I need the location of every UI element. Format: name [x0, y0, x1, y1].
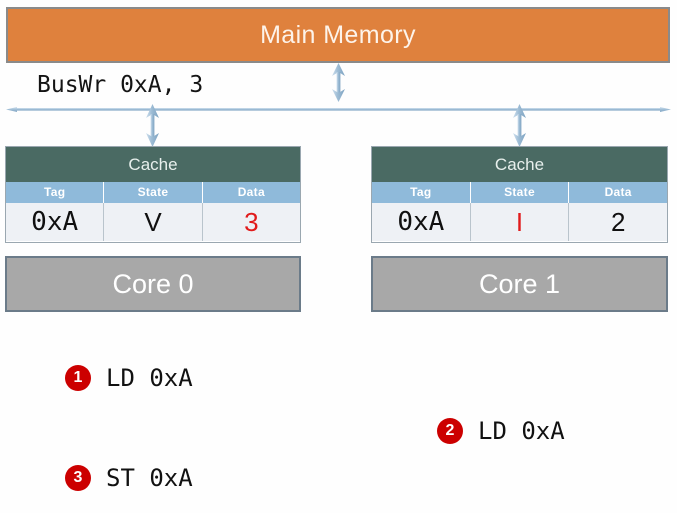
- double-arrow-vertical-icon: [146, 104, 159, 147]
- cache-cell-data: 3: [244, 207, 259, 237]
- cache-col-tag: Tag: [6, 182, 105, 203]
- core-block-core1: Core 1: [371, 256, 668, 312]
- cache-cell-tag: 0xA: [372, 203, 471, 241]
- step-badge-3: 3: [65, 465, 91, 491]
- double-arrow-vertical-icon: [332, 63, 345, 102]
- cache-col-tag: Tag: [372, 182, 471, 203]
- step-text-1: LD 0xA: [106, 364, 193, 392]
- main-memory-label: Main Memory: [260, 20, 416, 49]
- cache-column-headers-core0: Tag State Data: [6, 182, 300, 203]
- cache-cell-state: I: [471, 203, 570, 241]
- step-badge-1: 1: [65, 365, 91, 391]
- cache-title-core1: Cache: [372, 147, 667, 182]
- core-block-core0: Core 0: [5, 256, 301, 312]
- cache-cell-data: 2: [610, 207, 626, 237]
- cache-title-core0: Cache: [6, 147, 300, 182]
- step-text-2: LD 0xA: [478, 417, 565, 445]
- connector-bus-to-cache0: [146, 104, 159, 147]
- cache-col-data: Data: [604, 185, 632, 199]
- cache-row-core1: 0xA I 2: [372, 203, 667, 241]
- bus-message-label: BusWr 0xA, 3: [37, 72, 204, 98]
- cache-block-core0: Cache Tag State Data 0xA V 3: [5, 146, 301, 243]
- cache-col-state: State: [104, 182, 203, 203]
- core-label-core0: Core 0: [112, 268, 194, 299]
- step-1: 1 LD 0xA: [65, 364, 193, 392]
- cache-row-core0: 0xA V 3: [6, 203, 300, 241]
- connector-memory-to-bus: [332, 63, 345, 102]
- cache-block-core1: Cache Tag State Data 0xA I 2: [371, 146, 668, 243]
- step-2: 2 LD 0xA: [437, 417, 565, 445]
- cache-column-headers-core1: Tag State Data: [372, 182, 667, 203]
- double-arrow-vertical-icon: [513, 104, 526, 147]
- cache-col-data: Data: [237, 185, 265, 199]
- main-memory-block: Main Memory: [6, 7, 670, 63]
- cache-col-state: State: [471, 182, 570, 203]
- step-badge-2: 2: [437, 418, 463, 444]
- step-text-3: ST 0xA: [106, 464, 193, 492]
- double-arrow-horizontal-icon: [6, 107, 671, 112]
- cache-cell-state: V: [104, 203, 203, 241]
- bus-line: [6, 99, 671, 112]
- connector-bus-to-cache1: [513, 104, 526, 147]
- step-3: 3 ST 0xA: [65, 464, 193, 492]
- cache-cell-tag: 0xA: [6, 203, 105, 241]
- core-label-core1: Core 1: [478, 268, 561, 299]
